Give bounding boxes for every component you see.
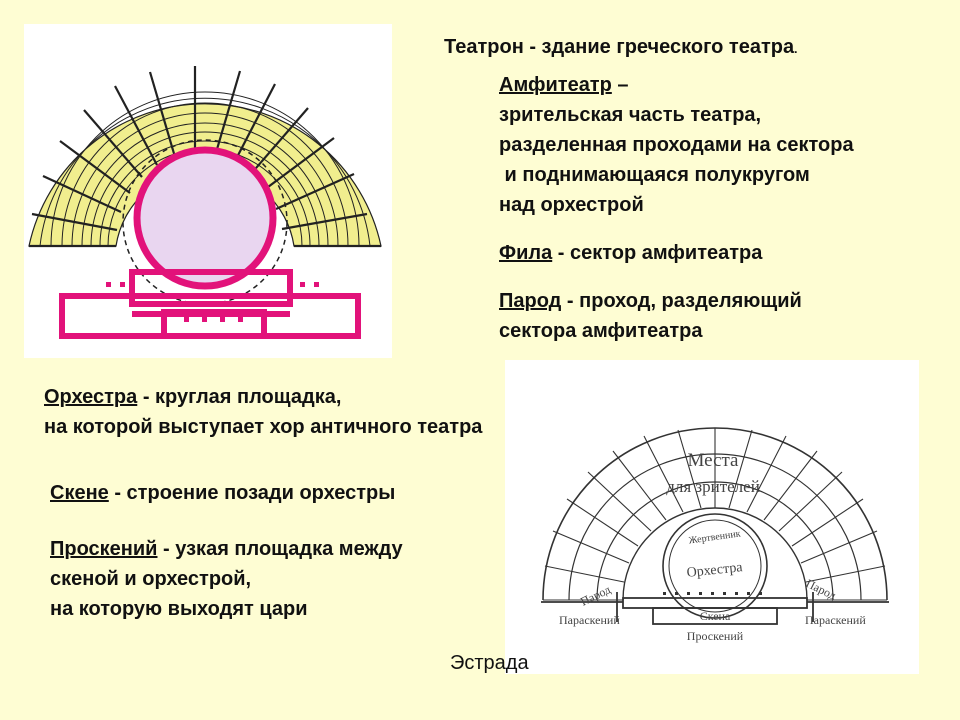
term-fila: Фила [499,242,553,264]
term-dash: – [611,74,629,96]
orchestra-circle [133,146,277,290]
orchestra-line-2: на которой выступает хор античного театр… [44,416,483,438]
diagram-colored-theater [24,24,392,358]
label-parod-left: Парод [578,582,613,609]
term-orchestra: Орхестра [44,386,138,408]
line-theater-svg: Места для зрителей Жертвенник Орхестра П… [541,427,889,643]
definition-fila: Фила - сектор амфитеатра [499,238,762,268]
label-skene: Скена [700,609,731,623]
skene-dots [106,282,319,322]
proskenion-desc: - узкая площадка между [157,538,403,560]
label-orchestra: Орхестра [686,560,744,581]
sector-aisles [29,66,381,248]
term-amphitheater: Амфитеатр [499,74,612,96]
amphitheater-line-1: зрительская часть театра, [499,104,762,126]
skene-building [59,269,361,339]
stage-structure [541,592,889,625]
stage-dots [663,592,762,595]
proskenion-line-2: скеной и орхестрой, [50,568,252,590]
page-title: Театрон - здание греческого театра. [444,32,797,64]
orchestra-inner-ring [668,519,762,613]
label-paraskenion-right: Параскений [805,613,866,627]
fila-desc: - сектор амфитеатра [552,242,763,264]
definition-amphitheater: Амфитеатр – зрительская часть театра, ра… [499,70,854,220]
parod-line-2: сектора амфитеатра [499,320,703,342]
definition-parod: Парод - проход, разделяющий сектора амфи… [499,286,802,346]
amphitheater-line-3: и поднимающаяся полукругом [499,164,810,186]
seating-radial-lines [543,428,887,601]
diagram-line-theater: Места для зрителей Жертвенник Орхестра П… [505,360,919,674]
label-seats-1: Места [688,450,740,471]
definition-orchestra: Орхестра - круглая площадка, на которой … [44,382,482,442]
label-seats-2: для зрителей [666,477,760,496]
title-dot: . [794,42,798,56]
seating-inner-arc [622,507,808,601]
parod-desc: - проход, разделяющий [561,290,802,312]
label-estrada: Эстрада [450,652,529,674]
label-proskenion: Проскений [687,629,744,643]
title-text: Театрон - здание греческого театра [444,36,795,58]
term-skene: Скене [50,482,109,504]
term-proskenion: Проскений [50,538,158,560]
definition-skene: Скене - строение позади орхестры [50,478,395,508]
amphitheater-line-2: разделенная проходами на сектора [499,134,854,156]
definition-proskenion: Проскений - узкая площадка между скеной … [50,534,403,624]
skene-desc: - строение позади орхестры [108,482,396,504]
orchestra-desc: - круглая площадка, [137,386,342,408]
label-paraskenion-left: Параскений [559,613,620,627]
colored-theater-svg [28,66,382,339]
label-parod-right: Парод [804,576,839,603]
amphitheater-line-4: над орхестрой [499,194,644,216]
proskenion-line-3: на которую выходят цари [50,598,308,620]
term-parod: Парод [499,290,562,312]
